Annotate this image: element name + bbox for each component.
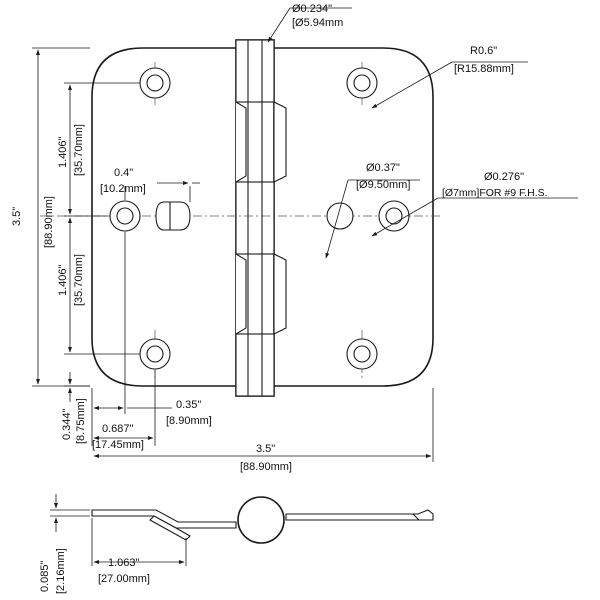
offset-length-in: 1.063" (108, 557, 140, 569)
screw-hole-in: Ø0.37" (366, 162, 400, 174)
pin-hole (326, 202, 354, 230)
edge-offset-in: 0.344" (61, 408, 73, 440)
hole-spacing-upper-in: 1.406" (57, 136, 69, 168)
dim-overall-height: 3.5" [88.90mm] (11, 47, 90, 387)
left-middle-hole (109, 200, 141, 232)
dim-hole-inset: 0.35" [8.90mm] (91, 232, 212, 446)
overall-width-in: 3.5" (256, 443, 275, 455)
overall-width-mm: [88.90mm] (240, 461, 292, 473)
corner-hole (346, 67, 378, 99)
slot-hole (155, 201, 191, 231)
offset-length-mm: [27.00mm] (98, 573, 150, 585)
dim-corner-radius: R0.6" [R15.88mm] (371, 45, 528, 109)
screw-hole-mm: [Ø9.50mm] (356, 179, 410, 191)
counterbore-hole-mm: [Ø7mm]FOR #9 F.H.S. (442, 187, 548, 199)
dim-overall-width: 3.5" [88.90mm] (93, 388, 434, 473)
corner-radius-mm: [R15.88mm] (454, 63, 514, 75)
dim-slot-width: 0.4" [10.2mm] (100, 167, 200, 202)
counterbore-hole-in: Ø0.276" (484, 171, 524, 183)
hole-inset-mm: [8.90mm] (166, 415, 212, 427)
slot-width-in: 0.4" (114, 167, 133, 179)
corner-radius-in: R0.6" (470, 45, 497, 57)
hole-spacing-upper-mm: [35.70mm] (73, 124, 85, 176)
dim-leaf-thickness: 0.085" [2.16mm] (39, 494, 90, 594)
corner-hole (139, 67, 171, 99)
hinge-knuckle (235, 39, 287, 397)
overall-height-mm: [88.90mm] (43, 196, 55, 248)
hinge-plan-view (40, 39, 440, 397)
dim-counterbore-hole: Ø0.276" [Ø7mm]FOR #9 F.H.S. (371, 171, 578, 237)
dim-hole-spacing: 1.406" [35.70mm] 1.406" [35.70mm] (57, 82, 140, 355)
slot-width-mm: [10.2mm] (100, 183, 146, 195)
hole-inset-in: 0.35" (176, 399, 201, 411)
dim-hole-from-edge: 0.687" [17.45mm] (92, 423, 154, 451)
dim-screw-hole: Ø0.37" [Ø9.50mm] (325, 162, 420, 259)
hole-spacing-lower-mm: [35.70mm] (73, 254, 85, 306)
right-middle-hole (378, 200, 410, 232)
corner-hole (346, 338, 378, 370)
overall-height-in: 3.5" (11, 207, 23, 226)
dim-pin-diameter: Ø0.234" [Ø5.94mm (267, 3, 352, 43)
hole-spacing-lower-in: 1.406" (57, 264, 69, 296)
pin-diameter-mm: [Ø5.94mm (292, 17, 343, 29)
hinge-side-view: 1.063" [27.00mm] (91, 496, 434, 585)
leaf-thickness-mm: [2.16mm] (55, 548, 67, 594)
pin-diameter-in: Ø0.234" (292, 3, 332, 15)
edge-offset-mm: [8.75mm] (75, 398, 87, 444)
leaf-thickness-in: 0.085" (39, 560, 51, 592)
hole-from-edge-mm: [17.45mm] (92, 439, 144, 451)
dim-edge-offset: 0.344" [8.75mm] (61, 372, 90, 444)
corner-hole (139, 338, 171, 370)
hole-from-edge-in: 0.687" (102, 423, 134, 435)
